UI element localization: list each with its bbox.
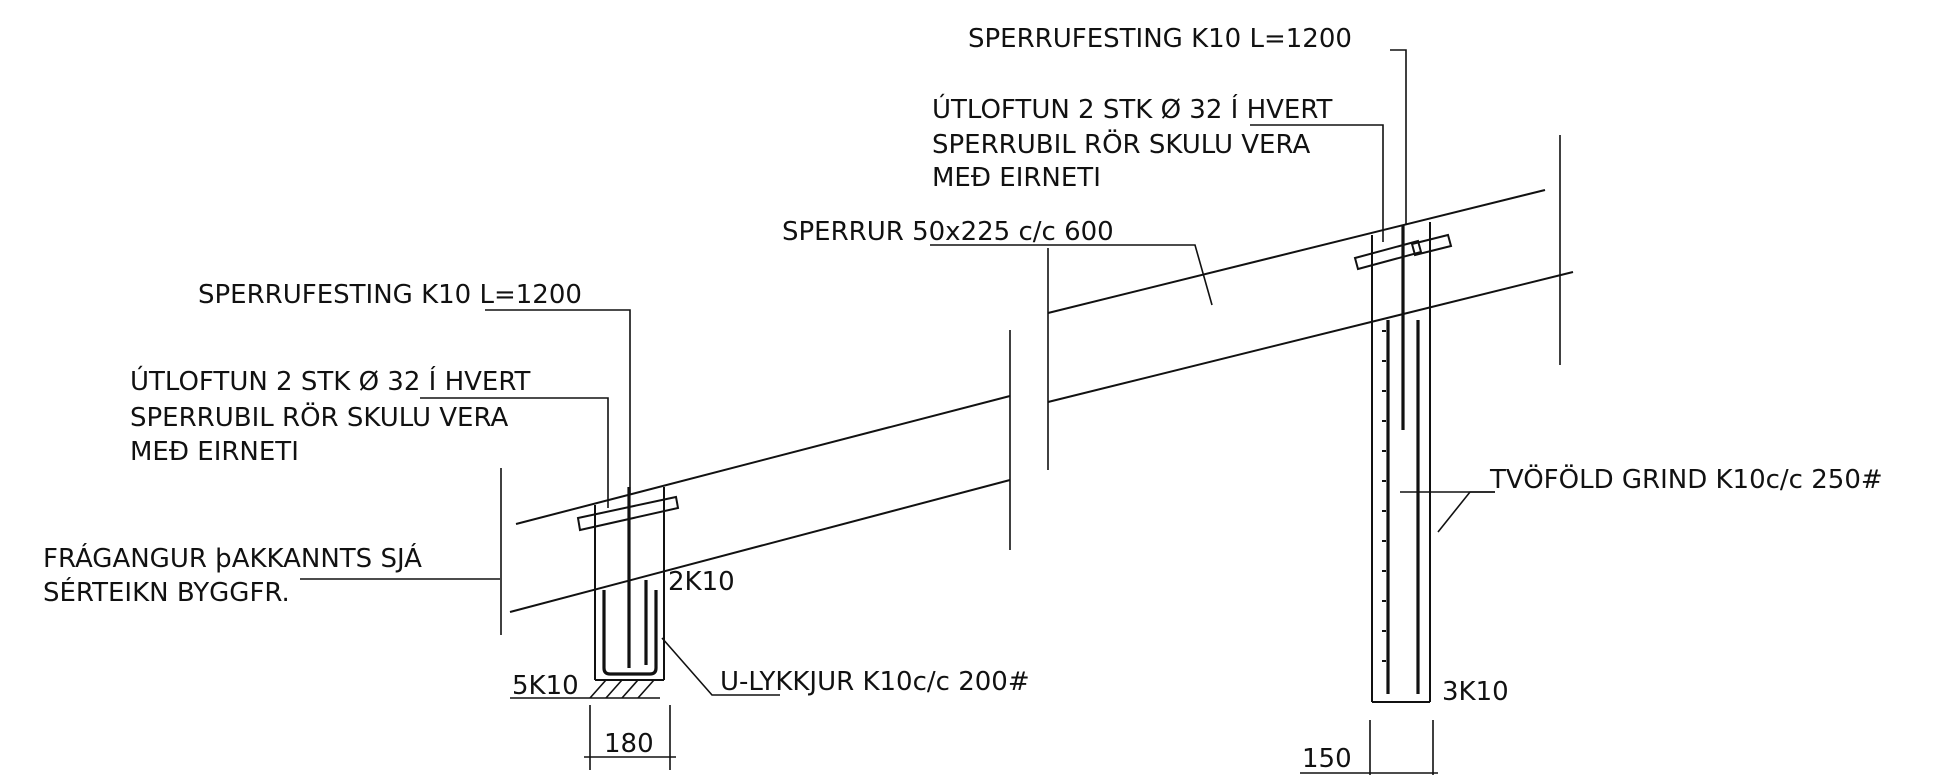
right-fastening-plate	[1353, 239, 1423, 271]
label-left-vent-line-3: MEÐ EIRNETI	[130, 437, 299, 467]
label-5k10: 5K10	[512, 671, 579, 701]
dimensions	[584, 705, 1438, 775]
label-2k10: 2K10	[668, 567, 735, 597]
rafter-bottom-left	[509, 479, 1011, 613]
rafter-top-left	[515, 395, 1011, 525]
label-left-vent-line-1: ÚTLOFTUN 2 STK Ø 32 Í HVERT	[130, 365, 531, 397]
label-double-mesh: TVÖFÖLD GRIND K10c/c 250#	[1489, 463, 1883, 495]
rafter-lines	[500, 135, 1574, 635]
leader-lines	[300, 49, 1495, 699]
label-u-stirrups: U-LYKKJUR K10c/c 200#	[720, 667, 1030, 697]
label-eaves-line-1: FRÁGANGUR þAKKANNTS SJÁ	[43, 542, 422, 574]
label-right-fastening: SPERRUFESTING K10 L=1200	[968, 24, 1352, 54]
label-right-vent-line-1: ÚTLOFTUN 2 STK Ø 32 Í HVERT	[932, 93, 1333, 125]
u-stirrup-bar	[602, 590, 658, 676]
dimension-150: 150	[1302, 744, 1352, 774]
left-wall	[576, 487, 680, 699]
label-rafters: SPERRUR 50x225 c/c 600	[782, 217, 1114, 247]
label-3k10: 3K10	[1442, 677, 1509, 707]
rafter-bottom-right	[1047, 271, 1574, 403]
label-left-vent-line-2: SPERRUBIL RÖR SKULU VERA	[130, 401, 508, 433]
dimension-180: 180	[604, 729, 654, 759]
label-left-fastening: SPERRUFESTING K10 L=1200	[198, 280, 582, 310]
label-eaves-line-2: SÉRTEIKN BYGGFR.	[43, 576, 290, 608]
label-right-vent-line-2: SPERRUBIL RÖR SKULU VERA	[932, 128, 1310, 160]
rafter-top-right	[1047, 189, 1546, 314]
label-right-vent-line-3: MEÐ EIRNETI	[932, 163, 1101, 193]
right-wall	[1353, 222, 1453, 703]
left-fastening-plate	[576, 495, 680, 532]
